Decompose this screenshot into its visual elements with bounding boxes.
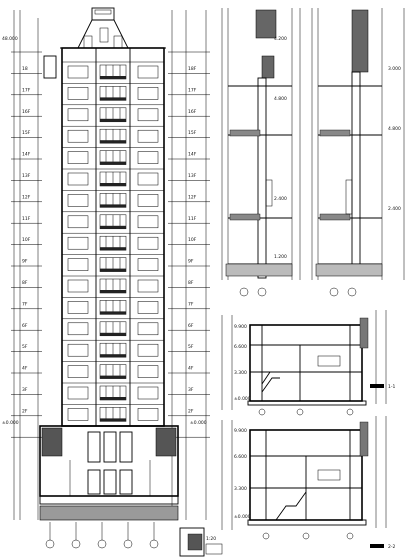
left-floor-label: 12F [22, 194, 31, 200]
lower-section-drawing: 2-2 9.900 6.600 3.300 ±0.000 [221, 416, 395, 550]
section-a-dim-3: 2.400 [274, 196, 287, 202]
top-elevation-left: 48.000 [2, 36, 18, 42]
right-floor-label: 2F [188, 408, 194, 414]
left-floor-label: 15F [22, 130, 31, 136]
right-floor-label: 4F [188, 366, 194, 372]
lower-level-2: 6.600 [234, 454, 247, 460]
right-floor-label: 13F [188, 173, 197, 179]
lower-level-4: ±0.000 [234, 514, 251, 520]
section-a-dim-4: 1.200 [274, 254, 287, 260]
left-floor-label: 3F [22, 387, 28, 393]
left-floor-label: 4F [22, 366, 28, 372]
detail-drawing: 1:20 [179, 527, 223, 557]
upper-section-drawing: 1-1 9.900 6.600 3.300 ±0.000 [221, 310, 395, 416]
right-floor-label: 10F [188, 237, 197, 243]
left-floor-label: 6F [22, 323, 28, 329]
upper-level-4: ±0.000 [234, 396, 251, 402]
left-floor-label: 13F [22, 173, 31, 179]
right-floor-label: 14F [188, 152, 197, 158]
wall-section-a: 4.200 4.800 2.400 1.200 [221, 8, 301, 297]
ground-elevation-right: ±0.000 [190, 420, 207, 426]
left-floor-label: 9F [22, 259, 28, 265]
wall-section-b: 3.000 4.800 2.400 [311, 8, 405, 297]
main-elevation: 48.000 ±0.000 ±0.000 18 17F 16F 15F 14F 13F 12… [2, 7, 210, 549]
left-floor-label: 11F [22, 216, 31, 222]
right-floor-label: 8F [188, 280, 194, 286]
left-floor-label: 14F [22, 152, 31, 158]
right-floor-label: 12F [188, 194, 197, 200]
right-floor-label: 15F [188, 130, 197, 136]
detail-title: 1:20 [206, 536, 216, 542]
section-b-dim-3: 2.400 [388, 206, 401, 212]
section-a-dim-1: 4.200 [274, 36, 287, 42]
upper-level-2: 6.600 [234, 344, 247, 350]
right-floor-label: 18F [188, 66, 197, 72]
upper-section-title: 1-1 [388, 384, 395, 390]
left-floor-label: 18 [22, 66, 28, 72]
left-floor-label: 2F [22, 408, 28, 414]
lower-level-3: 3.300 [234, 486, 247, 492]
right-floor-label: 3F [188, 387, 194, 393]
right-floor-label: 16F [188, 109, 197, 115]
section-a-dim-2: 4.800 [274, 96, 287, 102]
left-floor-label: 8F [22, 280, 28, 286]
ground-elevation-left: ±0.000 [2, 420, 19, 426]
left-dimension-chain [11, 10, 42, 520]
right-floor-label: 9F [188, 259, 194, 265]
section-b-dim-2: 4.800 [388, 126, 401, 132]
left-floor-label: 16F [22, 109, 31, 115]
right-floor-label: 17F [188, 87, 197, 93]
left-floor-label: 17F [22, 87, 31, 93]
upper-level-1: 9.900 [234, 324, 247, 330]
right-floor-label: 11F [188, 216, 197, 222]
right-floor-label: 7F [188, 301, 194, 307]
upper-level-3: 3.300 [234, 370, 247, 376]
left-floor-label: 5F [22, 344, 28, 350]
section-b-dim-1: 3.000 [388, 66, 401, 72]
left-floor-label: 7F [22, 301, 28, 307]
lower-level-1: 9.900 [234, 428, 247, 434]
right-floor-label: 5F [188, 344, 194, 350]
lower-section-title: 2-2 [388, 544, 395, 550]
podium [39, 425, 179, 521]
right-floor-label: 6F [188, 323, 194, 329]
left-floor-label: 10F [22, 237, 31, 243]
floor-bands [62, 61, 164, 422]
